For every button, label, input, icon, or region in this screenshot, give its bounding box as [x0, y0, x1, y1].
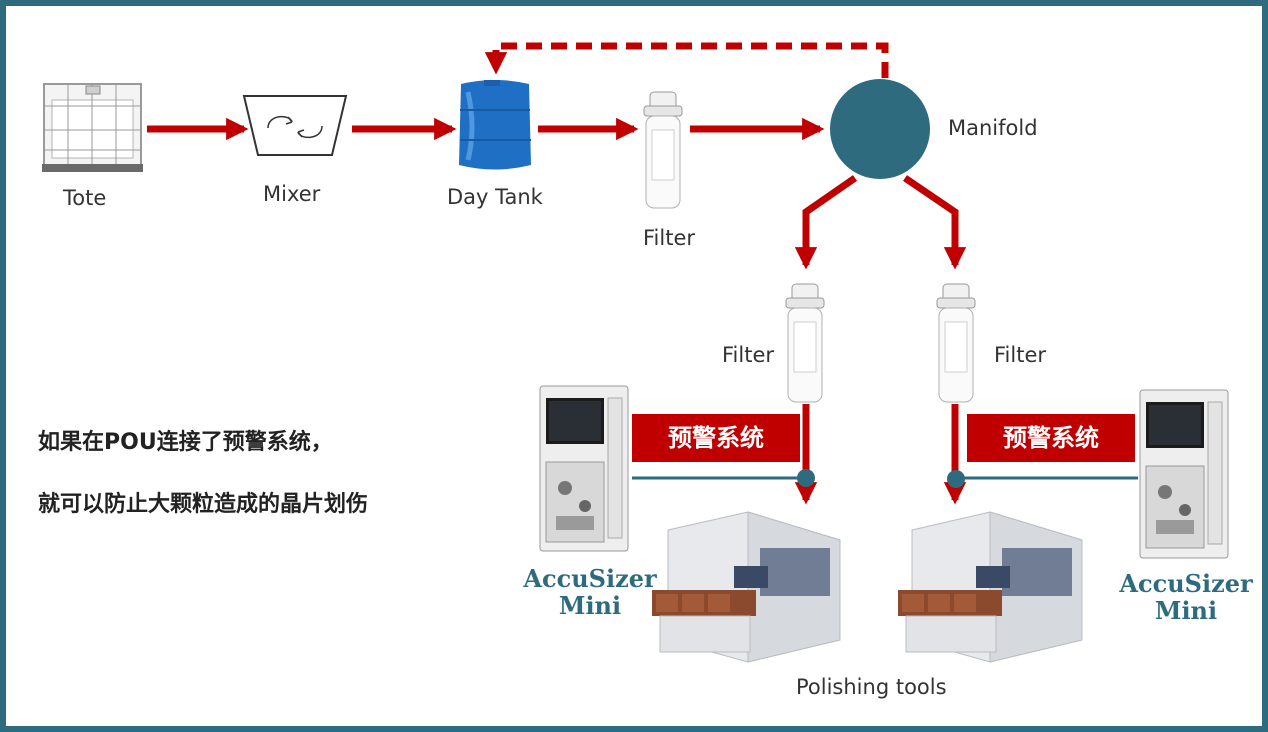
- label-filter-main: Filter: [643, 226, 696, 250]
- arrow-manifold-right: [903, 175, 967, 270]
- accusizer-model: Mini: [1154, 596, 1218, 625]
- label-polishing-tools: Polishing tools: [796, 675, 947, 699]
- filter-icon: [643, 91, 683, 209]
- warning-system-box-right: 预警系统: [967, 414, 1135, 462]
- polishing-tool-icon: [652, 511, 841, 663]
- accusizer-instrument-icon: [1139, 389, 1229, 559]
- label-manifold: Manifold: [948, 116, 1038, 140]
- label-filter-left: Filter: [722, 343, 775, 367]
- accusizer-name: AccuSizer: [1119, 569, 1253, 598]
- accusizer-label-left: AccuSizer Mini: [520, 565, 660, 619]
- filter-icon: [785, 283, 825, 403]
- accusizer-instrument-icon: [539, 385, 629, 552]
- accusizer-name: AccuSizer: [523, 564, 657, 593]
- note-line-2: 就可以防止大颗粒造成的晶片划伤: [38, 492, 369, 517]
- arrow-recirculation: [484, 42, 889, 78]
- mixer-icon: [242, 95, 348, 156]
- sample-point: [947, 470, 965, 488]
- manifold-node: [830, 79, 930, 179]
- note-line-1: 如果在POU连接了预警系统，: [38, 430, 333, 455]
- label-tote: Tote: [63, 186, 107, 210]
- polishing-tool-icon: [898, 511, 1083, 663]
- label-day-tank: Day Tank: [447, 185, 543, 209]
- label-filter-right: Filter: [994, 343, 1047, 367]
- accusizer-label-right: AccuSizer Mini: [1116, 570, 1256, 624]
- label-mixer: Mixer: [263, 182, 321, 206]
- arrow-manifold-left: [794, 175, 857, 270]
- filter-icon: [936, 283, 976, 403]
- warning-system-box-left: 预警系统: [632, 414, 800, 462]
- accusizer-model: Mini: [558, 591, 622, 620]
- sample-point: [797, 469, 815, 487]
- tote-icon: [42, 83, 143, 172]
- sampling-lines: [632, 469, 1138, 488]
- day-tank-icon: [459, 80, 531, 170]
